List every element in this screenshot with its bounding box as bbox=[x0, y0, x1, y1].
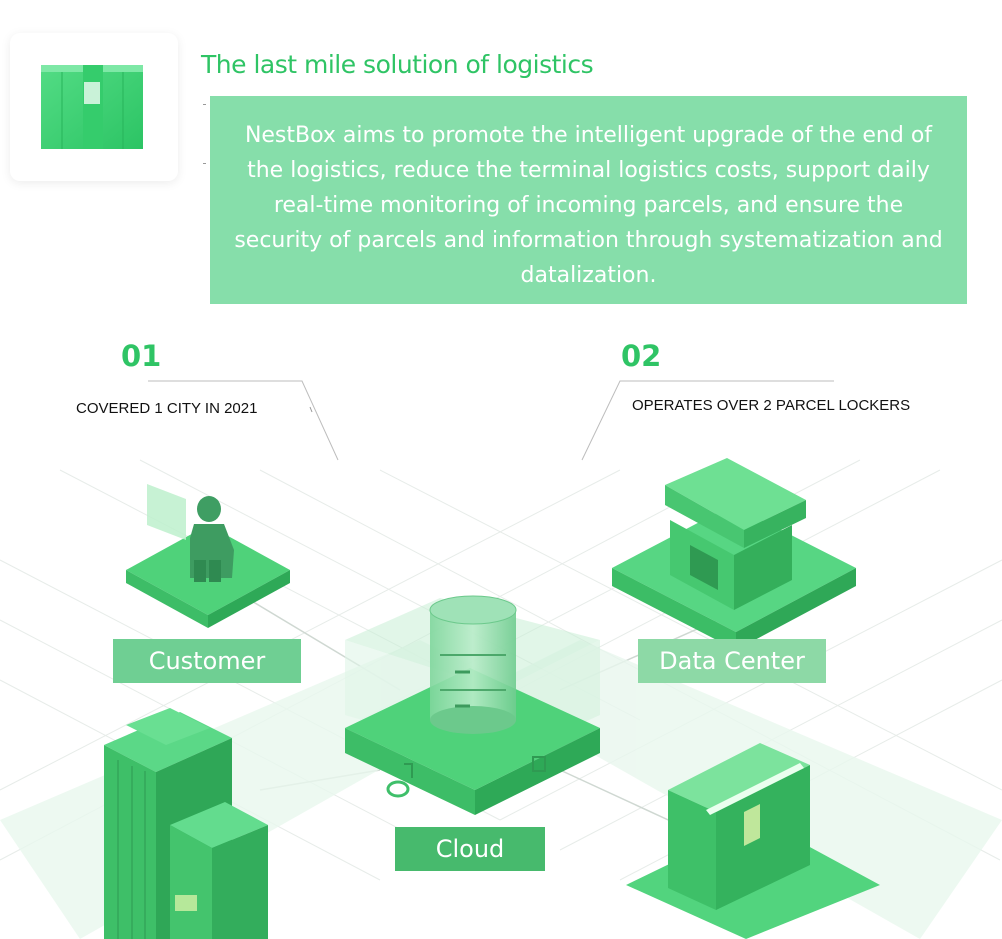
logo-card bbox=[10, 33, 178, 181]
person-icon bbox=[190, 496, 234, 582]
tick-mark bbox=[203, 163, 206, 164]
customer-label: Customer bbox=[113, 639, 301, 683]
data-center-node bbox=[612, 458, 856, 650]
parcel-locker-node bbox=[626, 743, 880, 939]
cloud-label: Cloud bbox=[395, 827, 545, 871]
stat-callout-lines bbox=[148, 380, 834, 461]
customer-node bbox=[126, 484, 290, 628]
page-title: The last mile solution of logistics bbox=[201, 50, 594, 79]
data-center-label: Data Center bbox=[638, 639, 826, 683]
intro-box: NestBox aims to promote the intelligent … bbox=[210, 96, 967, 304]
tick-mark bbox=[203, 104, 206, 105]
intro-text: NestBox aims to promote the intelligent … bbox=[234, 123, 943, 288]
database-icon bbox=[429, 595, 517, 734]
parcel-locker-icon bbox=[41, 65, 143, 149]
stat-text-1: COVERED 1 CITY IN 2021 bbox=[76, 400, 258, 417]
stat-text-2: OPERATES OVER 2 PARCEL LOCKERS bbox=[632, 397, 911, 414]
buildings-node bbox=[104, 708, 268, 939]
cloud-node bbox=[345, 595, 600, 815]
logistics-diagram bbox=[0, 458, 1002, 939]
stat-number-2: 02 bbox=[621, 339, 662, 373]
stat-number-1: 01 bbox=[121, 339, 162, 373]
